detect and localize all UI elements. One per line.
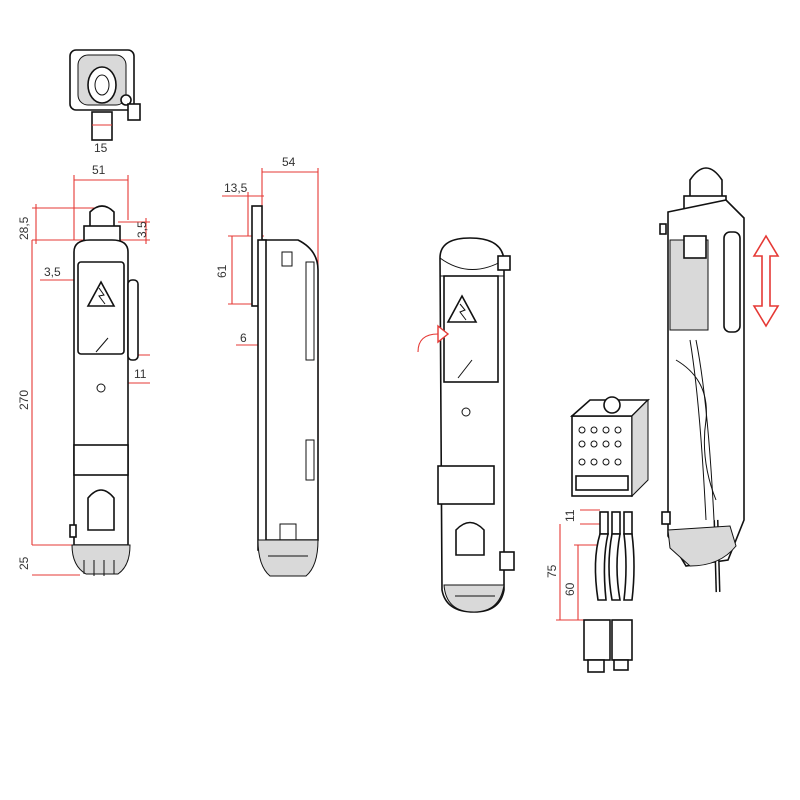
dim-terminal-top: 11 bbox=[563, 509, 577, 522]
perspective-view bbox=[417, 237, 515, 613]
screwdriver-icon bbox=[95, 337, 109, 353]
dim-terminal-mid: 75 bbox=[545, 564, 559, 578]
side-view: 54 13,5 61 6 bbox=[215, 155, 319, 577]
dim-side-span: 61 bbox=[215, 264, 229, 278]
terminal-block bbox=[569, 396, 650, 498]
dim-cap-height: 28,5 bbox=[17, 216, 31, 240]
dim-front-width: 51 bbox=[92, 163, 106, 177]
hazard-triangle-icon-2 bbox=[446, 294, 478, 323]
screwdriver-icon-2 bbox=[457, 359, 473, 379]
dim-left-offset: 3,5 bbox=[44, 265, 61, 279]
dim-cap-offset: 3,5 bbox=[135, 221, 149, 238]
hazard-triangle-icon bbox=[86, 280, 116, 307]
dim-terminal-low: 60 bbox=[563, 582, 577, 596]
dim-top-width: 15 bbox=[94, 141, 108, 155]
wire-bundle: 11 75 60 bbox=[545, 509, 635, 673]
top-view: 15 bbox=[69, 49, 141, 155]
up-down-arrow-icon bbox=[752, 234, 780, 328]
cutaway-view bbox=[659, 167, 780, 593]
dim-bottom-height: 25 bbox=[17, 556, 31, 570]
dim-side-gap: 11 bbox=[134, 367, 147, 381]
dim-body-height: 270 bbox=[17, 390, 31, 410]
dim-side-small: 6 bbox=[240, 331, 247, 345]
dim-side-depth: 54 bbox=[282, 155, 296, 169]
dim-side-offset: 13,5 bbox=[224, 181, 248, 195]
front-view: 51 28,5 3,5 3,5 270 25 11 bbox=[17, 163, 150, 576]
